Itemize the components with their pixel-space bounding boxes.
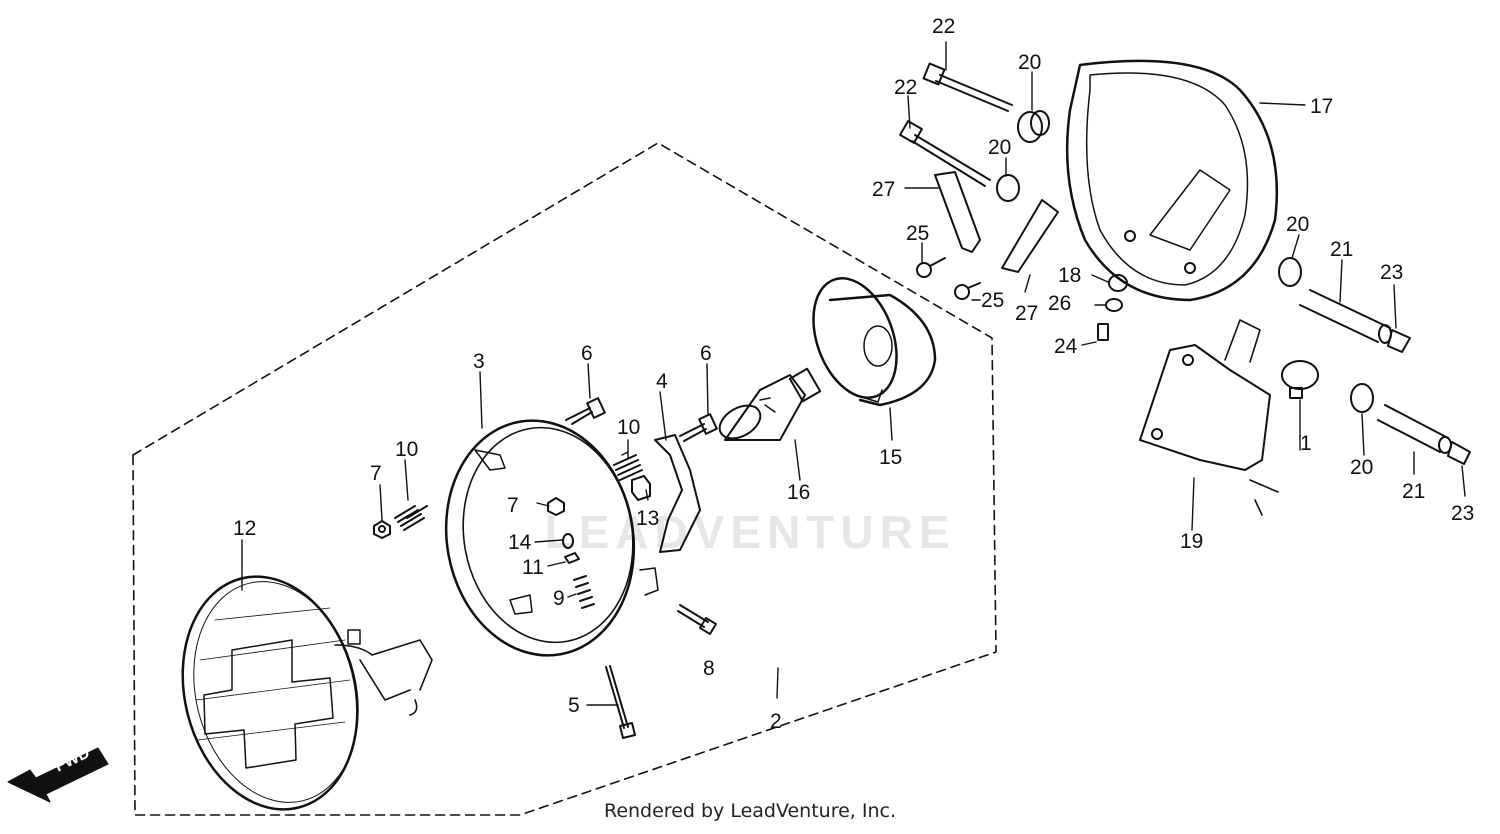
callout-10a: 10 [395,438,418,461]
callout-20c: 20 [1286,213,1309,236]
callout-2: 2 [770,710,782,733]
headlight-bulb-16 [718,367,822,441]
callout-26: 26 [1048,292,1071,315]
bolt-24 [1097,323,1109,341]
callout-7a: 7 [370,462,382,485]
plate-27a [934,171,981,253]
stay-19 [1139,319,1279,516]
callout-1: 1 [1300,432,1312,455]
screw-6b [679,413,718,442]
collar-20c [1278,257,1302,287]
nut-7 [373,520,391,539]
collar-20a [1017,110,1050,143]
watermark: LEADVENTURE [544,506,956,558]
headlight-lens-12 [181,575,433,811]
callout-numbers: 1 2 3 4 5 6 6 7 7 8 9 10 10 11 12 13 14 … [233,15,1474,733]
socket-cover-15 [812,277,937,407]
callout-27a: 27 [872,178,895,201]
callout-10b: 10 [617,416,640,439]
leader-lines [241,41,1466,706]
cap-23b [1447,441,1471,465]
callout-13: 13 [636,507,659,530]
callout-3: 3 [473,350,485,373]
callout-18: 18 [1058,264,1081,287]
footer-credit: Rendered by LeadVenture, Inc. [603,800,897,822]
callout-21a: 21 [1330,238,1353,261]
callout-6b: 6 [700,342,712,365]
headlight-rim-3 [444,419,659,657]
pipe-21a [1299,289,1392,344]
collar-20b [996,174,1020,202]
callout-16: 16 [787,481,810,504]
collar-18 [1108,274,1128,292]
callout-15: 15 [879,446,902,469]
callout-11: 11 [522,556,544,579]
callout-9: 9 [553,587,565,610]
callout-14: 14 [508,531,532,554]
pipe-21b [1377,404,1452,454]
callout-22b: 22 [894,76,917,99]
screw-25a [916,257,946,278]
callout-7b: 7 [507,494,519,517]
callout-20b: 20 [988,136,1011,159]
callout-23a: 23 [1380,261,1403,284]
callout-25b: 25 [981,289,1004,312]
screw-8 [677,604,717,635]
callout-22a: 22 [932,15,955,38]
callout-27b: 27 [1015,302,1038,325]
screw-6a [565,397,606,425]
spring-10b [613,454,643,481]
headlight-case-17 [1065,59,1279,302]
callout-8: 8 [703,657,715,680]
assembly-2-outline [132,142,997,816]
cap-23a [1387,329,1411,353]
callout-6a: 6 [581,342,593,365]
callout-25a: 25 [906,222,929,245]
clip-11 [564,552,580,564]
callout-5: 5 [568,694,580,717]
screw-25b [954,282,981,300]
collar-20d [1350,383,1374,413]
callout-19: 19 [1180,530,1203,553]
callout-24: 24 [1054,335,1078,358]
callout-17: 17 [1310,95,1333,118]
spring-9 [573,575,595,609]
callout-12: 12 [233,517,256,540]
bracket-4 [654,434,701,553]
washer-14 [562,533,574,549]
callout-20d: 20 [1350,456,1373,479]
screw-5 [605,665,636,739]
plate-27b [1001,199,1059,273]
adjusting-spring-10 [394,505,428,531]
nut-13 [631,475,651,501]
callout-4: 4 [656,370,668,393]
callout-23b: 23 [1451,502,1474,525]
bolt-22b [899,120,991,187]
clamp-1 [1281,360,1319,399]
fwd-arrow: FWD [7,744,109,803]
nut-7b [547,497,565,516]
callout-21b: 21 [1402,480,1425,503]
washer-26 [1105,298,1123,312]
callout-20a: 20 [1018,51,1041,74]
bolt-22a [922,62,1013,112]
